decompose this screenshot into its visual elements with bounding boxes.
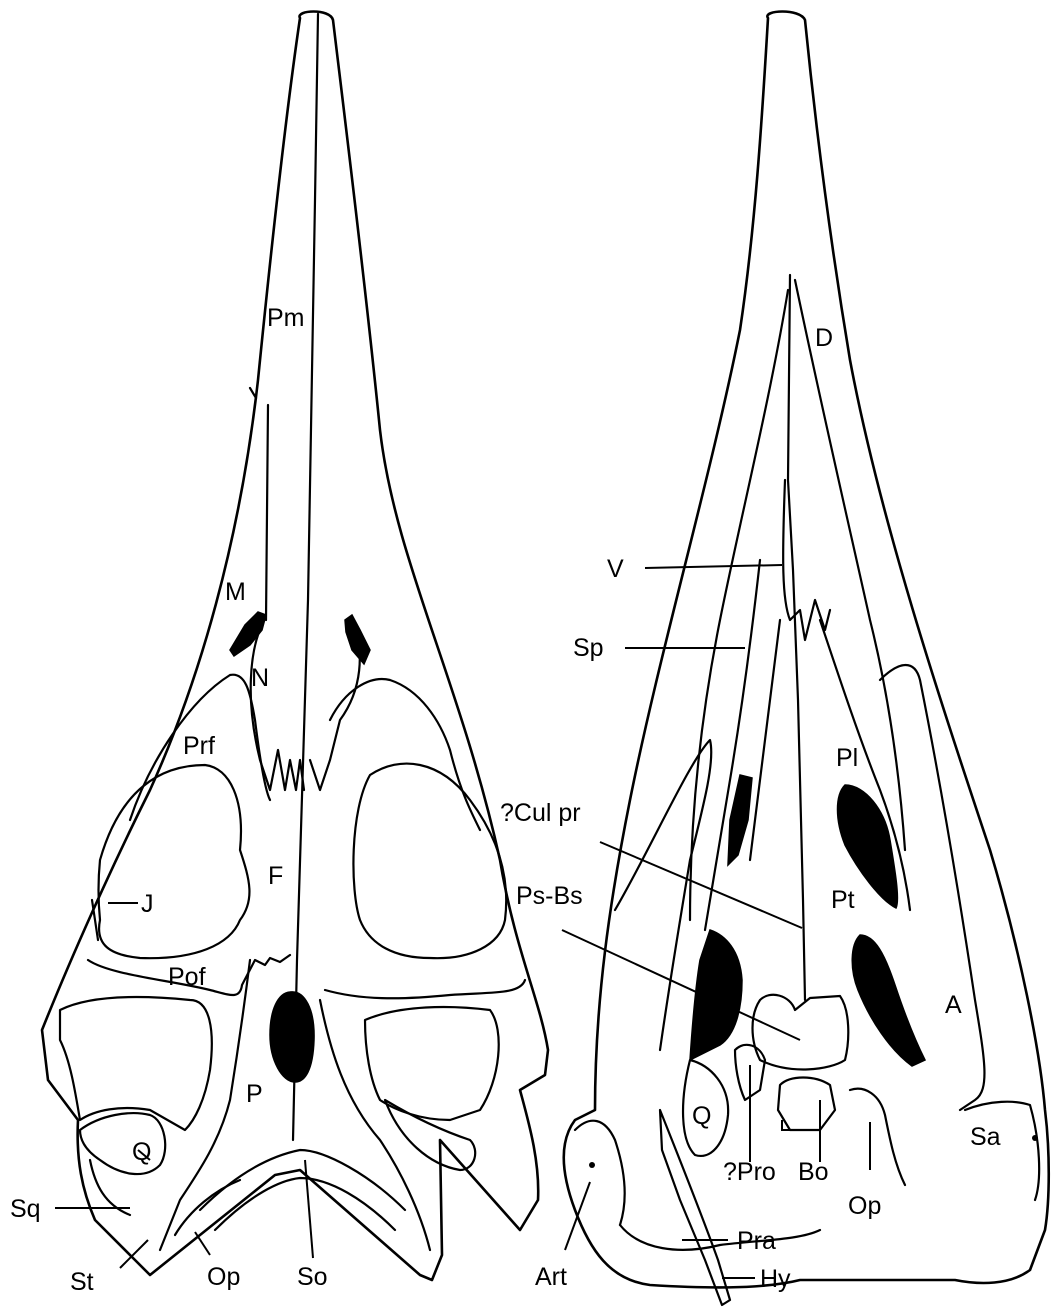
dorsal-midline	[293, 14, 318, 1140]
label-q-dorsal: Q	[132, 1138, 151, 1166]
palatine-left	[750, 620, 780, 860]
postorbital-bar-right	[325, 980, 525, 998]
opisthotic-right	[850, 1089, 905, 1185]
label-bo: Bo	[798, 1158, 829, 1186]
dorsal-labels: Pm M N Prf F J Pof P Q Sq St Op So	[10, 304, 328, 1296]
external-naris-left	[230, 612, 266, 656]
label-a: A	[945, 991, 962, 1019]
label-m: M	[225, 578, 246, 606]
squamosal-left	[90, 1160, 130, 1215]
quadrate-left	[80, 1113, 165, 1174]
articular-left	[575, 1121, 625, 1225]
label-hy: Hy	[760, 1265, 791, 1293]
prearticular	[620, 1225, 820, 1250]
label-op-dorsal: Op	[207, 1263, 240, 1291]
pterygoid-fossa-left-lower	[690, 930, 742, 1060]
pterygoid-fossa-left-upper	[728, 775, 752, 865]
leader-st	[120, 1240, 148, 1268]
label-d: D	[815, 324, 833, 352]
label-pt: Pt	[831, 886, 855, 914]
label-q-ventral: Q	[692, 1102, 711, 1130]
label-j: J	[141, 890, 154, 918]
nasal-outline	[251, 625, 304, 790]
leader-v	[645, 565, 782, 568]
pterygoid-fossa-right-lower	[852, 935, 925, 1066]
premaxilla-suture	[266, 405, 268, 620]
surangular-foramen	[1032, 1135, 1038, 1141]
label-prf: Prf	[183, 732, 215, 760]
leader-op-dorsal	[195, 1232, 210, 1255]
temporal-fenestra-left	[60, 997, 212, 1130]
hyoid	[660, 1110, 730, 1305]
label-v: V	[607, 555, 624, 583]
label-so: So	[297, 1263, 328, 1291]
label-f: F	[268, 862, 283, 890]
dentary-symphysis	[788, 275, 805, 1000]
label-sa: Sa	[970, 1123, 1001, 1151]
articular-foramen	[589, 1162, 595, 1168]
label-pl: Pl	[836, 744, 858, 772]
premaxilla-notch	[250, 388, 256, 398]
supraoccipital	[200, 1150, 405, 1210]
parietal-foramen	[270, 992, 314, 1082]
label-pm: Pm	[267, 304, 305, 332]
label-p: P	[246, 1080, 263, 1108]
label-pra: Pra	[737, 1227, 776, 1255]
ventral-skull-outline	[564, 12, 1049, 1288]
label-n: N	[251, 664, 269, 692]
supraoccipital-inner	[215, 1178, 395, 1230]
dorsal-view-skull	[42, 12, 548, 1281]
parasphenoid-basisphenoid	[753, 995, 849, 1070]
leader-bo	[782, 1100, 820, 1162]
occipital-arc-left	[175, 1180, 240, 1235]
orbit-left	[99, 765, 250, 958]
ventral-view-skull	[564, 12, 1049, 1306]
label-pro: ?Pro	[723, 1158, 776, 1186]
label-op-ventral: Op	[848, 1192, 881, 1220]
leader-so	[305, 1160, 313, 1258]
label-sq: Sq	[10, 1195, 41, 1223]
leader-cul-pr	[600, 842, 802, 928]
label-cul-pr: ?Cul pr	[500, 799, 581, 827]
label-pof: Pof	[168, 963, 206, 991]
label-ps-bs: Ps-Bs	[516, 882, 583, 910]
label-st: St	[70, 1268, 94, 1296]
label-art: Art	[535, 1263, 567, 1291]
basioccipital	[778, 1078, 835, 1131]
prefrontal-right	[330, 679, 480, 830]
external-naris-right	[345, 615, 370, 664]
splenial-left	[705, 560, 760, 930]
label-sp: Sp	[573, 634, 604, 662]
